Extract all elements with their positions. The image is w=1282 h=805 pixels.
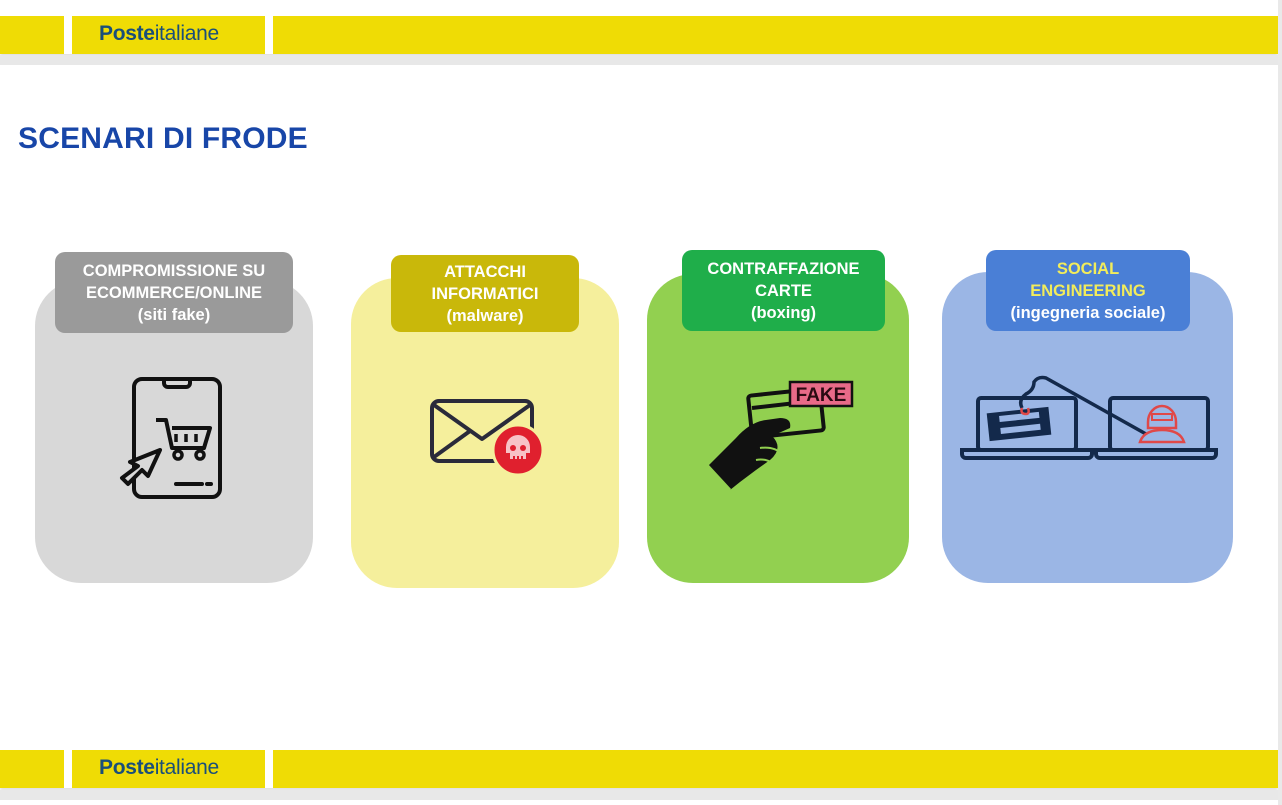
logo-light: italiane (154, 756, 219, 779)
header-divider (64, 16, 72, 54)
poste-italiane-logo: Posteitaliane (99, 756, 219, 780)
smartphone-shopping-cart-cursor-icon (120, 377, 222, 499)
logo-light: italiane (154, 22, 219, 45)
slide-title: SCENARI DI FRODE (18, 122, 308, 155)
fake-badge-text: FAKE (796, 385, 847, 406)
footer-bar: Posteitaliane (0, 750, 1278, 788)
footer-shadow-strip (0, 790, 1278, 800)
phishing-laptops-hacker-icon (960, 375, 1218, 460)
label-line: (ingegneria sociale) (1010, 303, 1166, 322)
label-line: SOCIAL (1056, 259, 1120, 278)
label-line: (siti fake) (137, 305, 211, 324)
window-right-edge (1278, 0, 1282, 805)
header-divider (265, 16, 273, 54)
label-line: ENGINEERING (1030, 281, 1146, 300)
label-line: INFORMATICI (431, 284, 539, 303)
card-boxing-label: CONTRAFFAZIONE CARTE (boxing) (682, 250, 885, 331)
label-line: (malware) (446, 306, 524, 325)
label-line: ATTACCHI (444, 262, 526, 281)
label-line: CONTRAFFAZIONE (707, 259, 860, 278)
footer-divider (64, 750, 72, 788)
label-line: CARTE (755, 281, 812, 300)
email-skull-icon (430, 399, 545, 475)
header-bar: Posteitaliane (0, 16, 1278, 54)
header-shadow-strip (0, 55, 1278, 65)
hand-fake-card-icon: FAKE (704, 380, 854, 492)
label-line: (boxing) (750, 303, 817, 322)
label-line: ECOMMERCE/ONLINE (85, 283, 262, 302)
card-malware-label: ATTACCHI INFORMATICI (malware) (391, 255, 579, 332)
poste-italiane-logo: Posteitaliane (99, 22, 219, 46)
card-social-engineering-label: SOCIAL ENGINEERING (ingegneria sociale) (986, 250, 1190, 331)
logo-bold: Poste (99, 756, 155, 779)
footer-divider (265, 750, 273, 788)
card-ecommerce-label: COMPROMISSIONE SU ECOMMERCE/ONLINE (siti… (55, 252, 293, 333)
label-line: COMPROMISSIONE SU (82, 261, 266, 280)
logo-bold: Poste (99, 22, 155, 45)
